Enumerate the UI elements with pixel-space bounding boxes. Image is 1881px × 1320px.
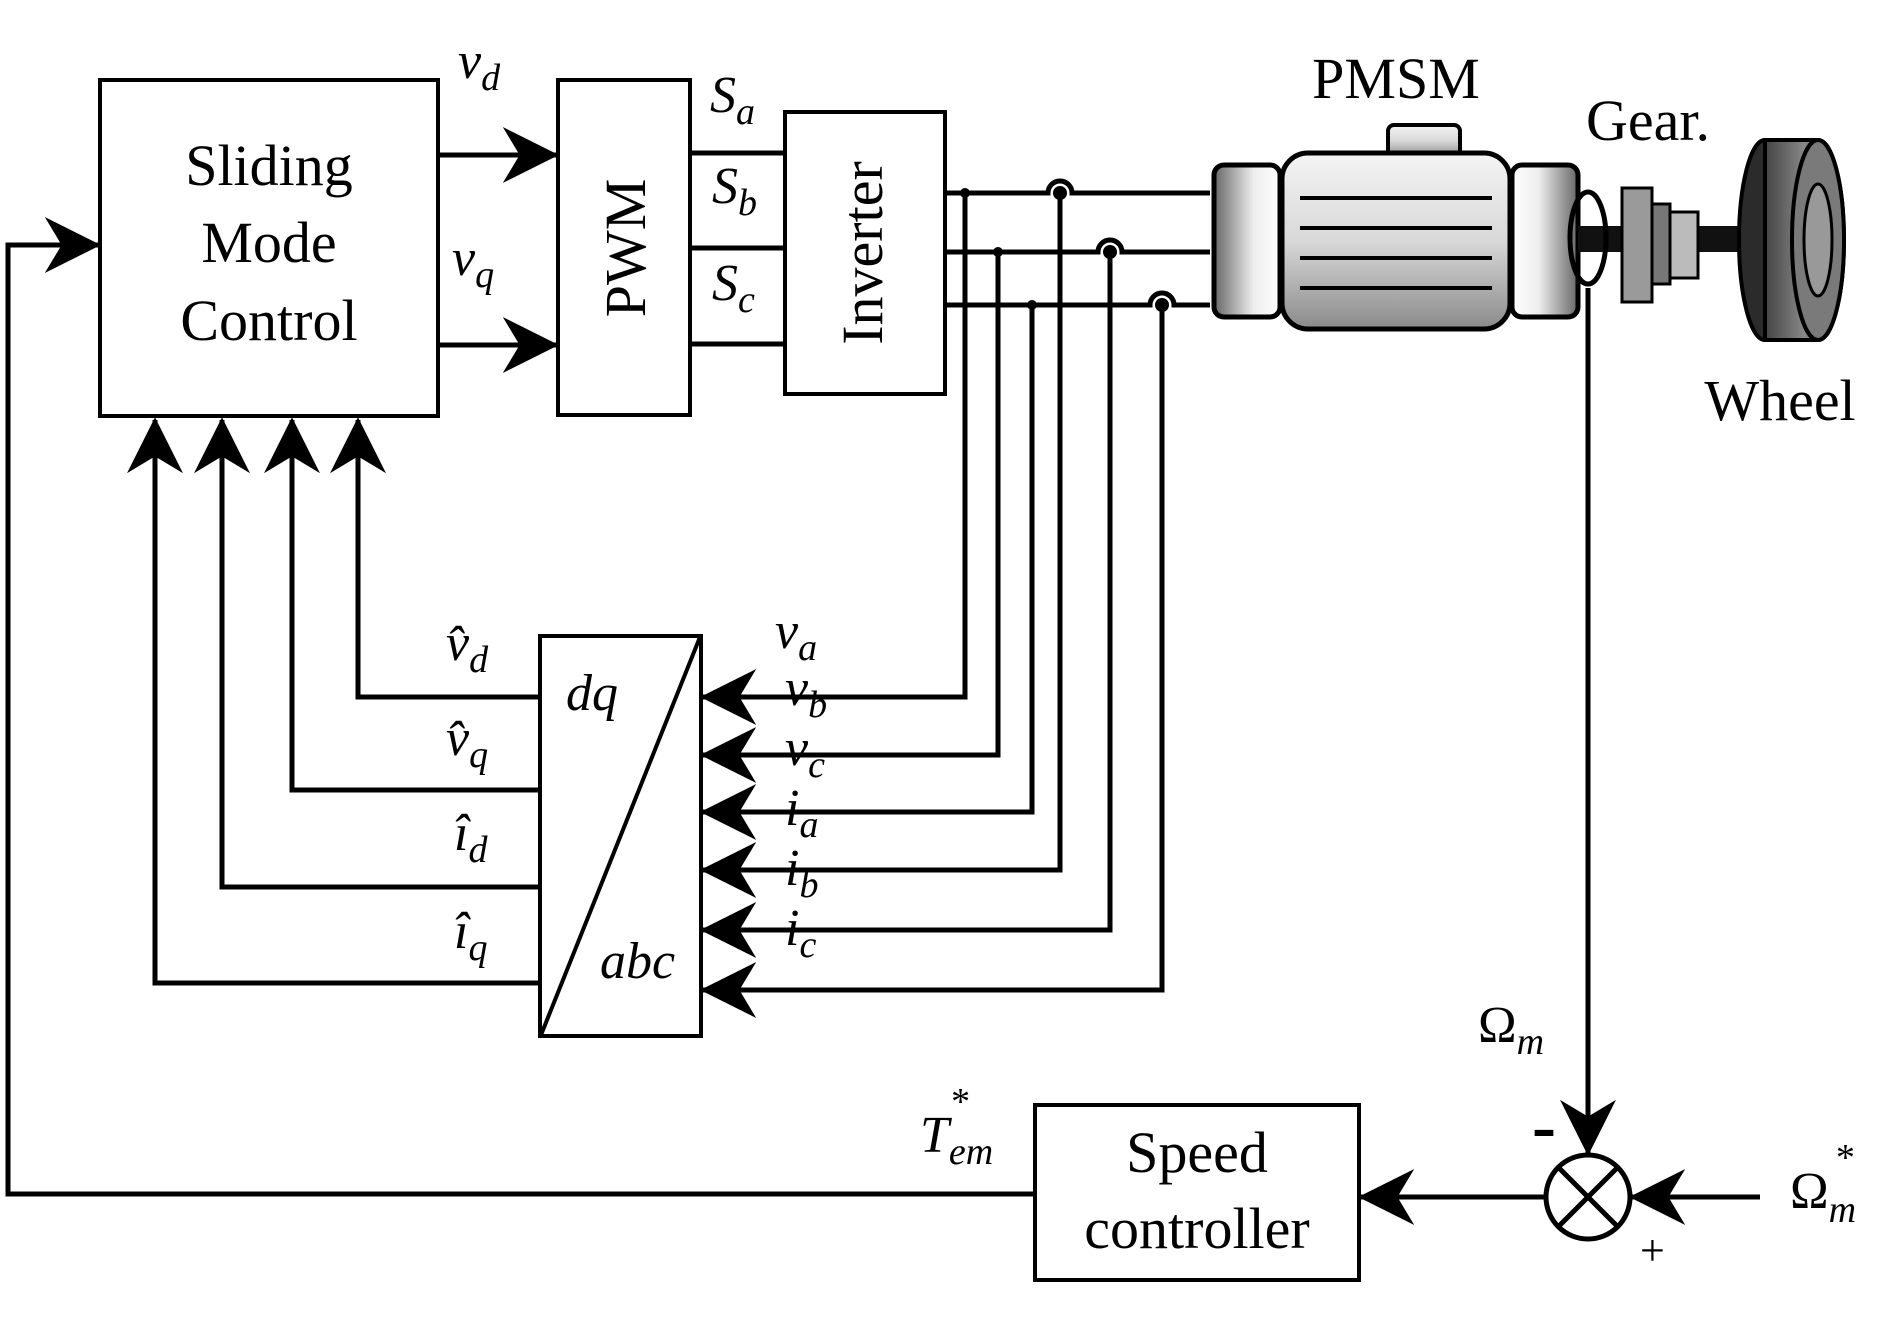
phase-b-line [945,237,1210,255]
smc-label-line3: Control [180,288,357,353]
summing-junction [1543,1152,1633,1242]
id-hat-label: îd [454,805,488,871]
transform-dq-label: dq [566,665,618,722]
tem-ref-label: Tem* [920,1081,993,1173]
iq-hat-label: îq [454,903,487,969]
sb-label: Sb [712,158,757,224]
inverter-block: Inverter [783,110,947,396]
speed-controller-block: Speed controller [1033,1103,1361,1282]
plus-sign: + [1640,1226,1665,1275]
transform-abc-label: abc [600,933,675,990]
ia-feedback-wire [700,193,1063,898]
signal-wires [5,127,1760,1225]
pmsm-motor-icon [1211,123,1581,332]
ia-label: ia [785,780,818,846]
speed-controller-label-line2: controller [1084,1196,1309,1261]
vd-hat-label: v̂d [446,615,489,681]
speed-controller-label-line1: Speed [1126,1120,1268,1185]
minus-sign: - [1532,1086,1556,1166]
vb-feedback-wire [700,252,1001,783]
vc-feedback-wire [700,305,1035,840]
vd-label: vd [458,33,501,99]
pwm-block: PWM [556,78,692,417]
sc-label: Sc [712,255,755,321]
omega-m-ref-label: Ωm* [1790,1137,1856,1231]
smc-label-line2: Mode [201,210,336,275]
vq-label: vq [452,230,494,296]
dq-abc-transform-block: dq abc [538,634,703,1038]
vc-label: vc [785,720,825,786]
sa-label: Sa [710,67,755,133]
vq-hat-label: v̂q [446,710,488,776]
pmsm-label: PMSM [1312,46,1480,111]
ib-feedback-wire [700,252,1113,958]
wheel-label: Wheel [1704,368,1855,433]
wheel-icon [1737,138,1846,342]
phase-c-line [945,290,1210,308]
signal-labels: vd vq Sa Sb Sc va vb vc ia ib ic v̂d v̂q… [446,33,1856,1275]
vq-hat-feedback-wire [264,417,540,793]
ib-label: ib [785,840,818,906]
va-feedback-wire [700,193,968,725]
vb-label: vb [785,660,827,726]
gear-icon [1567,186,1738,304]
ic-label: ic [785,900,816,966]
id-hat-feedback-wire [194,417,540,890]
sliding-mode-control-block: Sliding Mode Control [98,78,440,418]
inverter-label: Inverter [830,161,895,345]
pwm-label: PWM [593,179,658,318]
iq-hat-feedback-wire [127,417,540,986]
smc-label-line1: Sliding [185,133,353,198]
omega-m-label: Ωm [1478,997,1544,1063]
phase-a-line [945,178,1210,196]
torque-reference-wire [5,217,1035,1197]
vd-hat-feedback-wire [330,417,540,700]
ic-feedback-wire [700,305,1165,1018]
gear-label: Gear. [1586,88,1710,153]
va-label: va [775,603,817,669]
